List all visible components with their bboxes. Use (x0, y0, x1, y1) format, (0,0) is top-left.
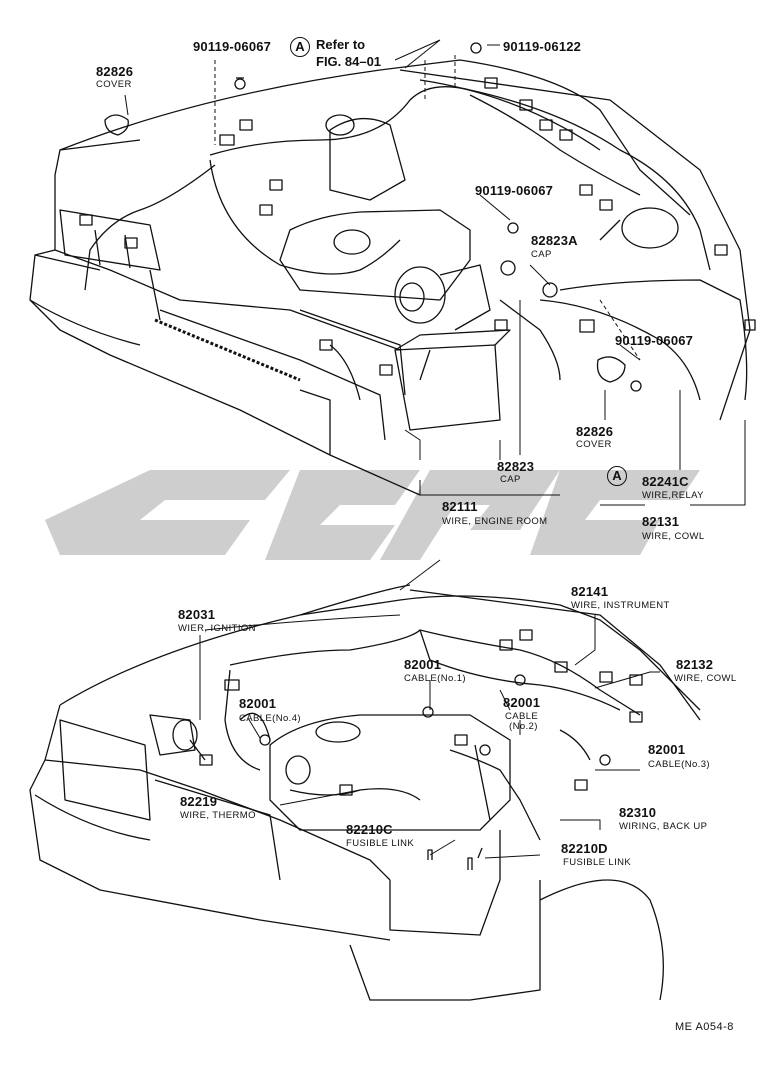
desc-82141: WIRE, INSTRUMENT (571, 600, 670, 611)
desc-82241c: WIRE,RELAY (642, 490, 704, 501)
desc-82219: WIRE, THERMO (180, 810, 256, 821)
label-82031: 82031 (178, 607, 216, 622)
label-82141: 82141 (571, 584, 609, 599)
desc-82210c: FUSIBLE LINK (346, 838, 415, 849)
label-82310: 82310 (619, 805, 657, 820)
desc-82823: CAP (500, 474, 521, 485)
desc-82210d: FUSIBLE LINK (563, 857, 632, 868)
desc-82111: WIRE, ENGINE ROOM (442, 516, 548, 527)
desc-82826-lower: COVER (576, 439, 612, 450)
watermark-logo (45, 470, 700, 560)
desc-82132: WIRE, COWL (674, 673, 737, 684)
label-82826-lower: 82826 (576, 424, 614, 439)
label-82219: 82219 (180, 794, 218, 809)
desc-82001-no2-suffix: (No.2) (509, 721, 538, 732)
desc-82001-no1: CABLE(No.1) (404, 673, 466, 684)
desc-82001-no2: CABLE (505, 711, 539, 722)
label-82001-no4: 82001 (239, 696, 277, 711)
desc-82826-upper: COVER (96, 79, 132, 90)
label-90119-06122: 90119-06122 (503, 39, 582, 54)
drawing-code: ME A054-8 (675, 1021, 734, 1033)
label-82823a: 82823A (531, 233, 578, 248)
upper-engine-illustration (29, 39, 756, 506)
desc-82031: WIER, IGNITION (178, 623, 256, 634)
label-82826-upper: 82826 (96, 64, 134, 79)
lower-engine-illustration (29, 559, 701, 1001)
reference-text-line1: Refer to (316, 37, 366, 52)
reference-marker-a-upper: A (290, 37, 310, 57)
label-90119-06067-right: 90119-06067 (615, 333, 694, 348)
label-82210d: 82210D (561, 841, 608, 856)
label-90119-06067-mid: 90119-06067 (475, 183, 554, 198)
label-82111: 82111 (442, 499, 478, 514)
reference-text-line2: FIG. 84–01 (316, 54, 382, 69)
label-82241c: 82241C (642, 474, 689, 489)
label-82823: 82823 (497, 459, 535, 474)
label-82001-no3: 82001 (648, 742, 686, 757)
reference-marker-a-lower: A (607, 466, 627, 486)
desc-82001-no4: CABLE(No.4) (239, 713, 301, 724)
label-90119-06067-top: 90119-06067 (193, 39, 272, 54)
label-82132: 82132 (676, 657, 714, 672)
label-82001-no2: 82001 (503, 695, 541, 710)
label-82210c: 82210C (346, 822, 393, 837)
desc-82310: WIRING, BACK UP (619, 821, 708, 832)
desc-82001-no3: CABLE(No.3) (648, 759, 710, 770)
label-82131: 82131 (642, 514, 680, 529)
label-82001-no1: 82001 (404, 657, 442, 672)
desc-82131: WIRE, COWL (642, 531, 705, 542)
desc-82823a: CAP (531, 249, 552, 260)
